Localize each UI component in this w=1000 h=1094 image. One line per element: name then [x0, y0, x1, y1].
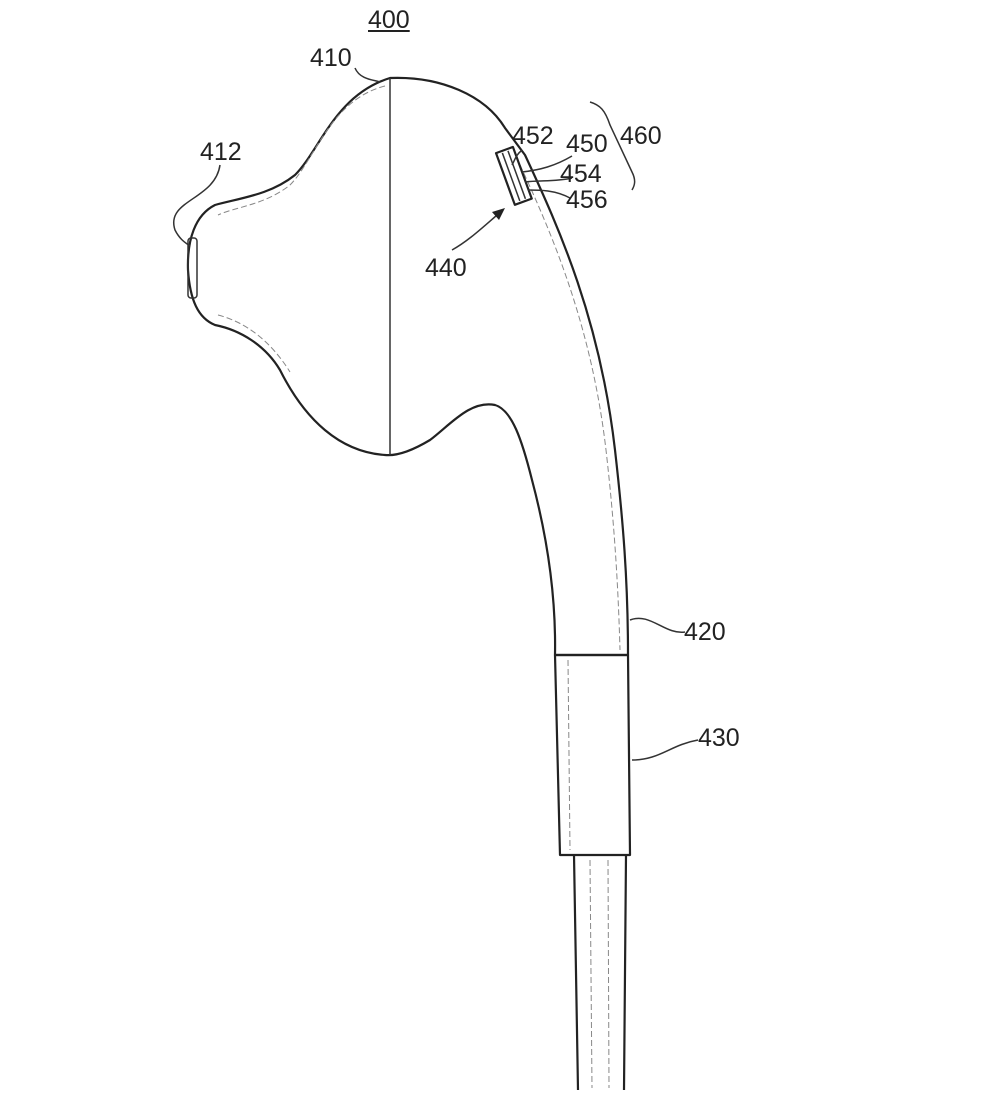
label-420: 420: [684, 618, 726, 646]
nozzle-opening: [187, 237, 198, 299]
leader-410: [354, 67, 381, 83]
leader-430: [631, 739, 699, 761]
leader-456: [527, 189, 571, 199]
label-452: 452: [512, 122, 554, 150]
leader-412: [172, 164, 221, 247]
earbud-outline: [186, 76, 630, 657]
figure-number: 400: [368, 6, 410, 34]
label-430: 430: [698, 724, 740, 752]
sensor-stack: [494, 145, 533, 206]
sleeve: [553, 653, 632, 857]
label-410: 410: [310, 44, 352, 72]
label-454: 454: [560, 160, 602, 188]
leader-440: [451, 209, 504, 251]
cable: [572, 854, 628, 1091]
label-450: 450: [566, 130, 608, 158]
inner-contour: [217, 85, 621, 651]
leader-454: [524, 177, 573, 183]
brace-460: [589, 101, 636, 191]
label-460: 460: [620, 122, 662, 150]
label-456: 456: [566, 186, 608, 214]
arrow-440: [492, 208, 505, 220]
leader-452: [511, 149, 523, 166]
label-440: 440: [425, 254, 467, 282]
leader-450: [521, 155, 573, 173]
leader-420: [629, 617, 686, 633]
label-412: 412: [200, 138, 242, 166]
